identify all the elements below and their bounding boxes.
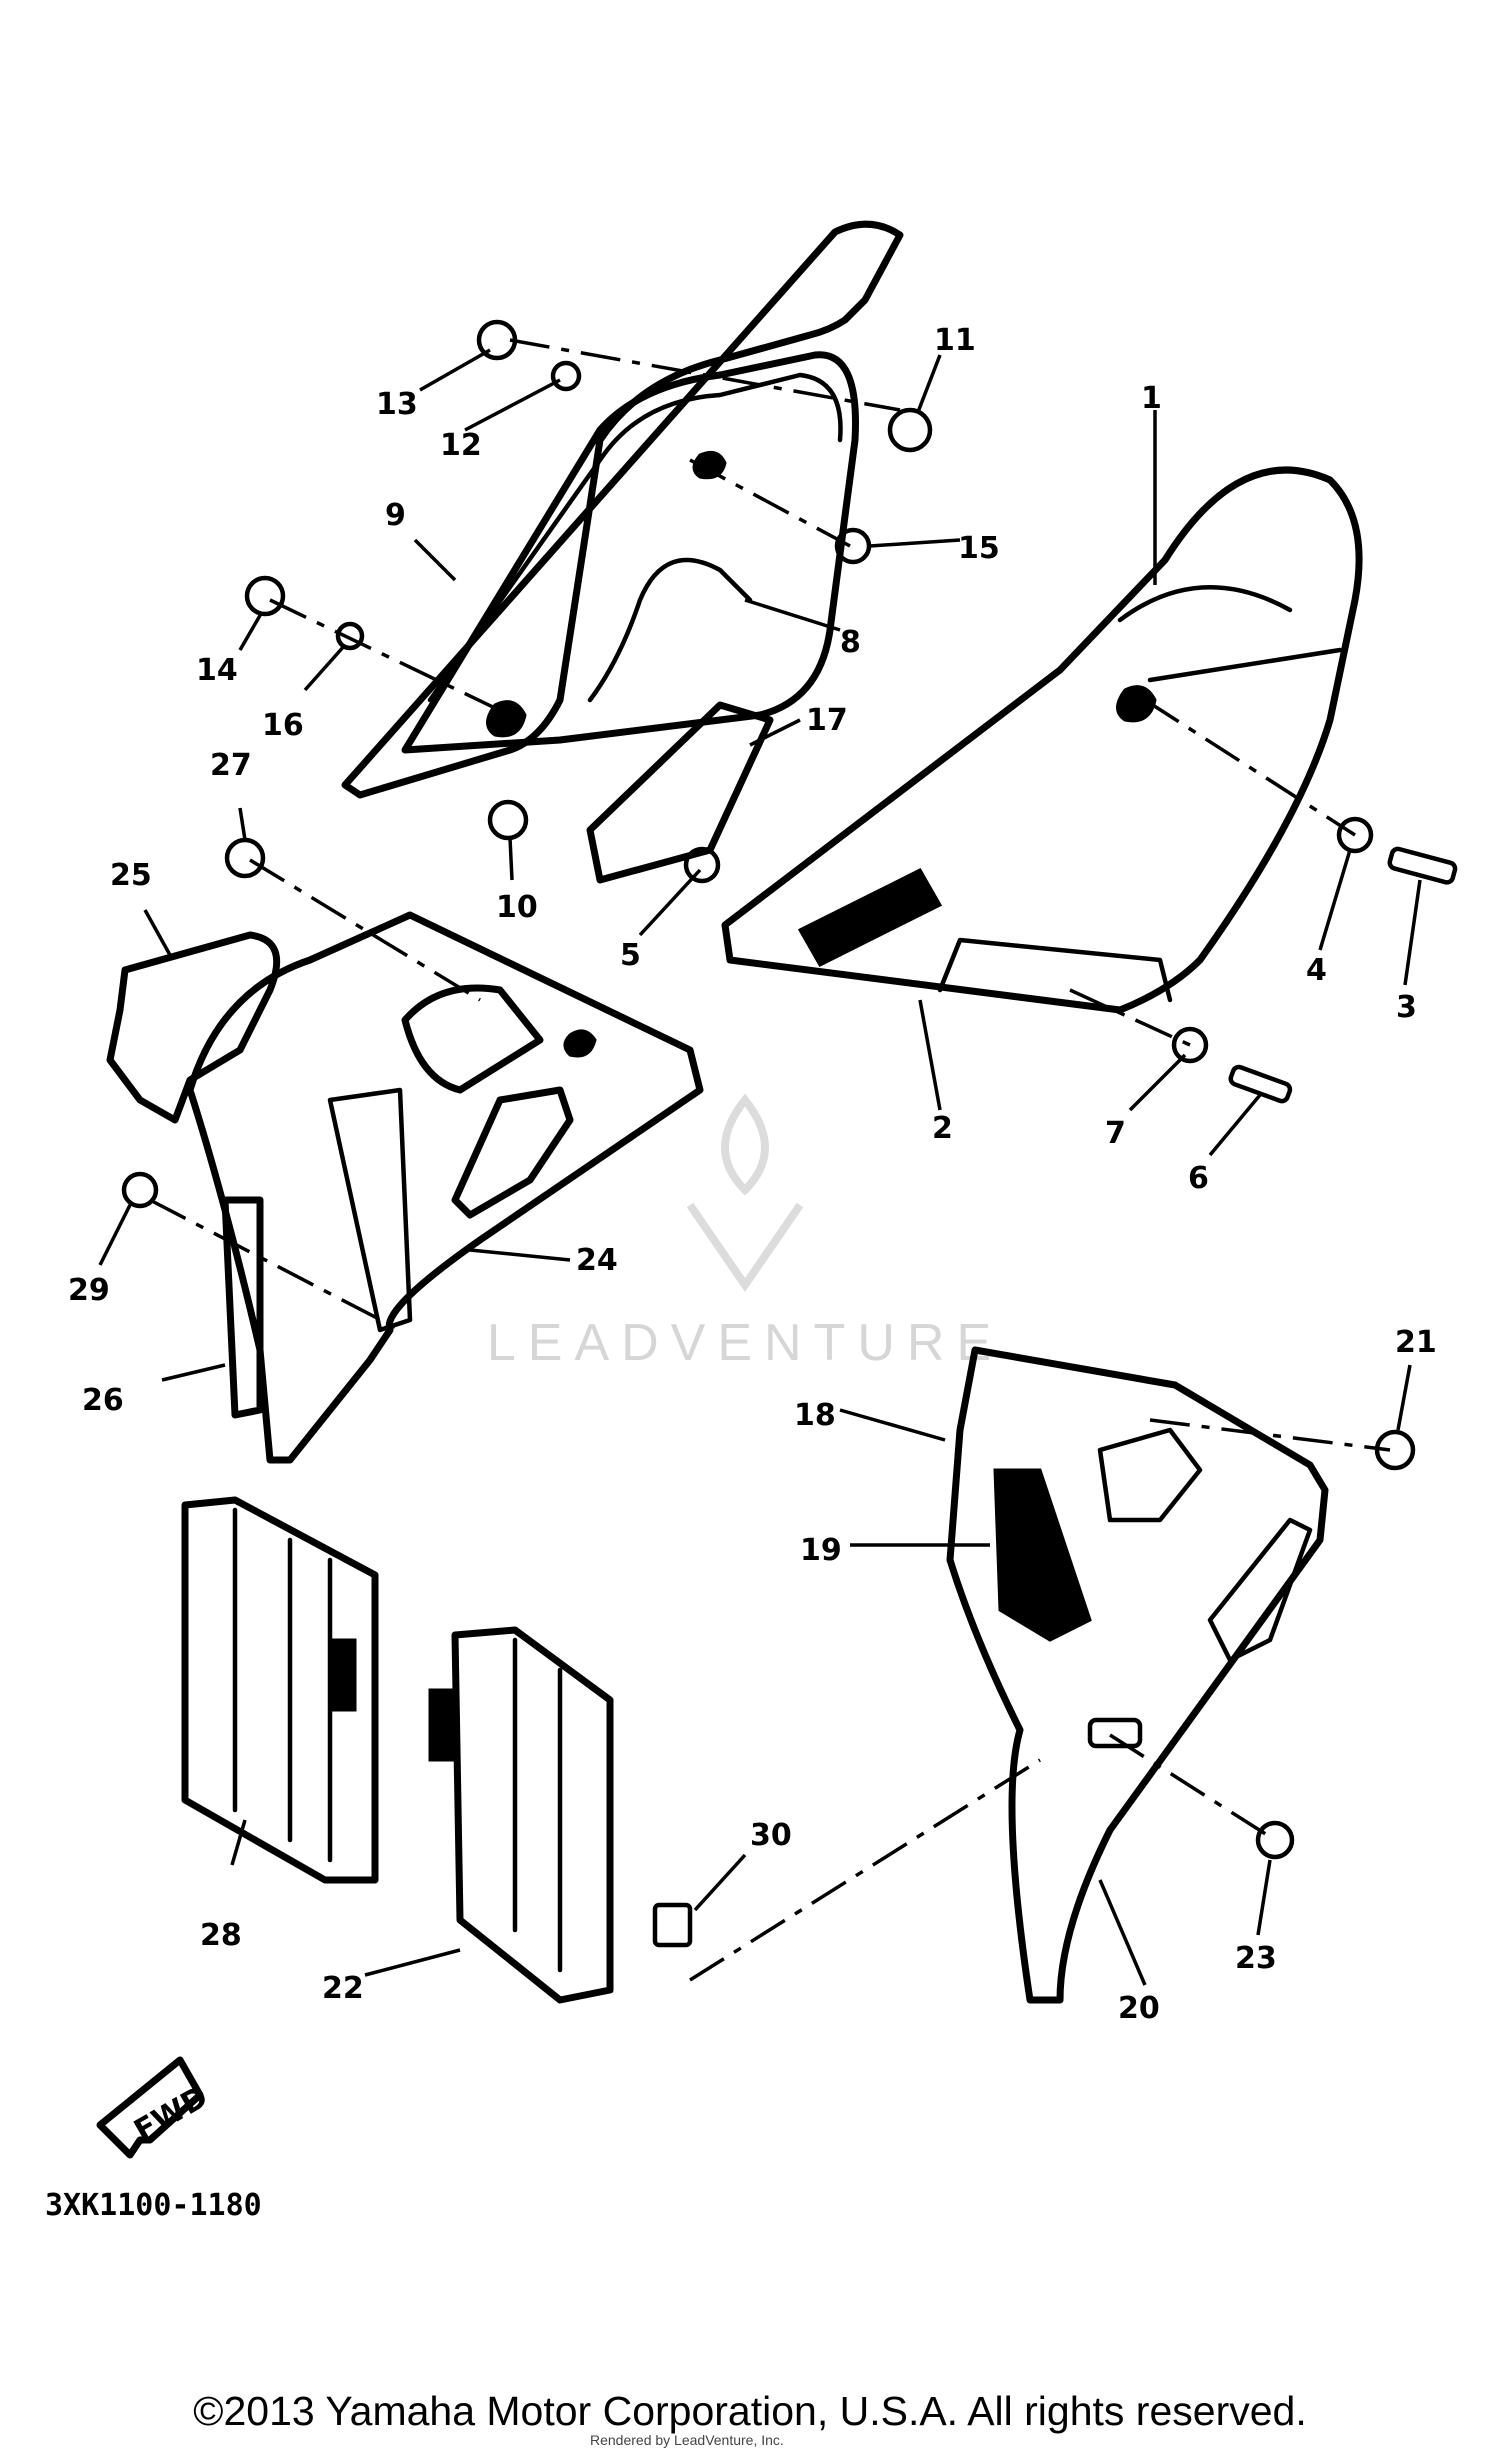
assembly-lines	[149, 338, 1391, 1982]
bolt-3	[1387, 846, 1458, 885]
washer-12	[550, 360, 582, 392]
collar	[1087, 1717, 1143, 1749]
bolt-29	[121, 1171, 159, 1209]
damper-5	[683, 846, 721, 884]
callout-7: 7	[1105, 1116, 1126, 1151]
callout-12: 12	[440, 428, 482, 463]
watermark-logo: LEADVENTURE	[487, 1093, 1003, 1372]
callout-labels: 1 2 3 4 5 6 7 8 9 10 11 12 13 14 15 16 1…	[68, 323, 1437, 2026]
callout-21: 21	[1395, 1325, 1437, 1360]
callout-27: 27	[210, 748, 252, 783]
part-25-pad	[106, 931, 281, 1124]
diagram-code: 3XK1100-1180	[45, 2188, 262, 2223]
callout-6: 6	[1188, 1161, 1209, 1196]
callout-18: 18	[794, 1398, 836, 1433]
callout-26: 26	[82, 1383, 124, 1418]
callout-16: 16	[262, 708, 304, 743]
part-17-pad	[586, 701, 774, 884]
copyright-notice: ©2013 Yamaha Motor Corporation, U.S.A. A…	[193, 2388, 1307, 2434]
callout-17: 17	[806, 703, 848, 738]
callout-9: 9	[385, 498, 406, 533]
side-cover-upper	[341, 220, 904, 799]
callout-23: 23	[1235, 1941, 1277, 1976]
callout-13: 13	[376, 387, 418, 422]
callout-15: 15	[958, 531, 1000, 566]
bolt-27	[224, 837, 266, 879]
grommet-11	[887, 407, 933, 453]
callout-20: 20	[1118, 1991, 1160, 2026]
hardware-fasteners	[121, 319, 1458, 1948]
grommet-10	[487, 799, 529, 841]
side-cover-right	[721, 466, 1363, 1014]
radiator-grill-22	[428, 1626, 614, 2004]
watermark-flame-icon	[721, 1093, 769, 1196]
forward-arrow-icon: FWD	[96, 2056, 214, 2159]
callout-14: 14	[196, 653, 238, 688]
part-26-guard	[221, 1196, 264, 1419]
clip-30	[652, 1902, 693, 1948]
callout-19: 19	[800, 1533, 842, 1568]
radiator-scoop-right	[946, 1346, 1329, 2004]
callout-28: 28	[200, 1918, 242, 1953]
callout-8: 8	[840, 625, 861, 660]
leader-lines	[98, 348, 1422, 1986]
callout-22: 22	[322, 1971, 364, 2006]
courtesy-note: Rendered by LeadVenture, Inc.	[590, 2432, 784, 2448]
washer-4	[1336, 816, 1374, 854]
washer-7	[1171, 1026, 1209, 1064]
bolt-6	[1228, 1064, 1293, 1104]
callout-4: 4	[1306, 953, 1327, 988]
callout-3: 3	[1396, 990, 1417, 1025]
watermark-text: LEADVENTURE	[487, 1314, 1003, 1372]
callout-24: 24	[576, 1243, 618, 1278]
damper-15	[834, 527, 872, 565]
bolt-14	[244, 575, 286, 617]
callout-1: 1	[1141, 381, 1162, 416]
watermark-v-icon	[686, 1202, 804, 1293]
callout-5: 5	[620, 938, 641, 973]
callout-11: 11	[934, 323, 976, 358]
washer-16	[335, 621, 365, 651]
callout-2: 2	[932, 1111, 953, 1146]
callout-29: 29	[68, 1273, 110, 1308]
radiator-grill-28	[181, 1496, 379, 1884]
callout-10: 10	[496, 890, 538, 925]
callout-30: 30	[750, 1818, 792, 1853]
bolt-23	[1255, 1820, 1295, 1860]
callout-25: 25	[110, 858, 152, 893]
